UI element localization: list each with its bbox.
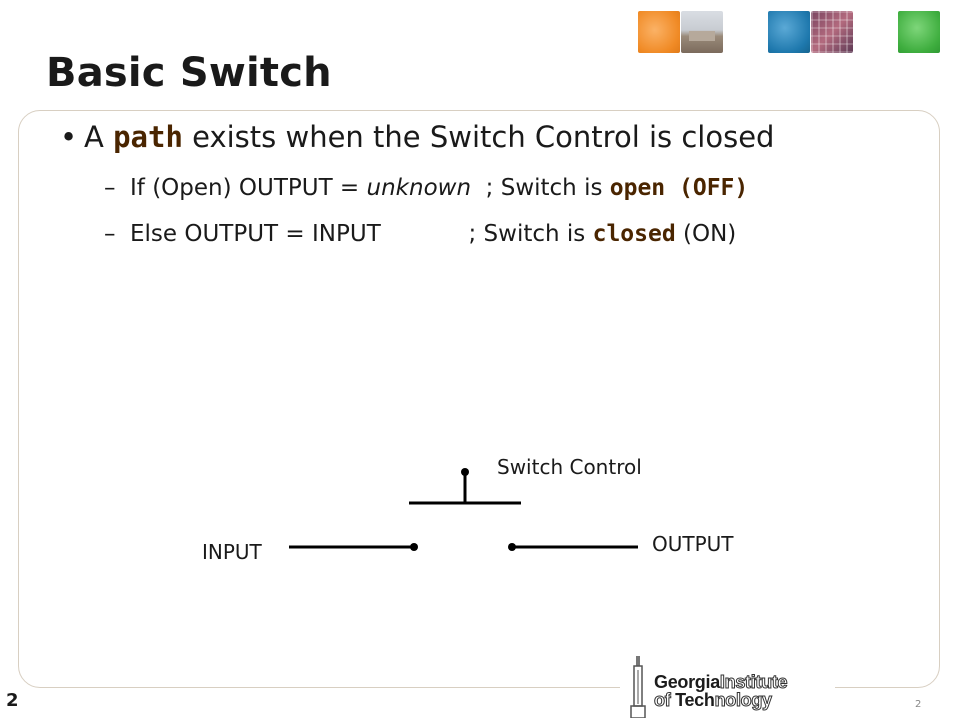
sub2-prefix: Else OUTPUT = INPUT — [130, 221, 381, 247]
logo-line-2: of Technology — [653, 690, 772, 711]
bullet-pre: A — [84, 120, 114, 154]
sub1-tail: ) — [734, 175, 749, 201]
logo-line-1: GeorgiaInstitute — [654, 672, 788, 693]
header-photo-blue — [768, 11, 810, 53]
sub1-keyword-open: open ( — [609, 175, 693, 201]
page-number-left: 2 — [6, 690, 19, 711]
slide-title: Basic Switch — [46, 50, 332, 96]
sub2-mid: ; Switch is — [380, 221, 593, 247]
bullet-icon: • — [60, 120, 78, 154]
sub1-prefix: If (Open) OUTPUT = — [130, 175, 367, 201]
header-photo-campus — [681, 11, 723, 53]
bullet-main: •A path exists when the Switch Control i… — [60, 120, 774, 154]
georgia-tech-logo: GeorgiaInstitute of Technology — [620, 656, 835, 720]
dash-icon: – — [104, 175, 116, 201]
header-photo-circuit — [811, 11, 853, 53]
header-photo-green — [898, 11, 940, 53]
dash-icon: – — [104, 221, 116, 247]
sub-bullet-closed: –Else OUTPUT = INPUT ; Switch is closed … — [104, 221, 736, 247]
sub-bullet-open: –If (Open) OUTPUT = unknown ; Switch is … — [104, 175, 748, 201]
input-label: INPUT — [202, 540, 262, 564]
sub1-keyword-off: OFF — [692, 175, 735, 201]
content-frame — [18, 110, 940, 688]
bullet-keyword: path — [113, 120, 183, 154]
header-photo-orange — [638, 11, 680, 53]
bullet-post: exists when the Switch Control is closed — [182, 120, 775, 154]
sub2-tail: (ON) — [675, 221, 737, 247]
sub1-mid: ; Switch is — [471, 175, 610, 201]
sub1-italic: unknown — [366, 175, 472, 201]
tower-icon — [630, 656, 646, 718]
output-label: OUTPUT — [652, 532, 734, 556]
sub2-keyword-closed: closed — [592, 221, 676, 247]
page-number-right: 2 — [915, 699, 922, 710]
switch-control-label: Switch Control — [497, 455, 642, 479]
